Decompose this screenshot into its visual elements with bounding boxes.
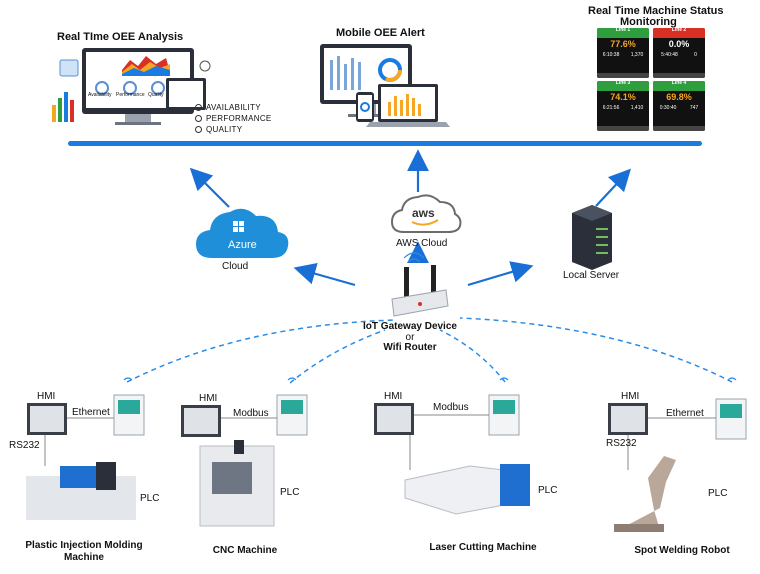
gateway-label-3: Wifi Router: [383, 342, 437, 353]
wireless-link-2: [289, 329, 386, 384]
rs232-label-4: RS232: [606, 438, 637, 449]
hmi-label-2: HMI: [199, 393, 218, 404]
station-3: [374, 377, 530, 515]
wireless-link-3: [439, 329, 506, 383]
hmi-label-1: HMI: [37, 391, 56, 402]
gauge-label-availability: Availability: [88, 92, 112, 98]
gateway-label-1: IoT Gateway Device: [363, 321, 457, 332]
rs232-label-1: RS232: [9, 440, 40, 451]
aws-cloud: [390, 194, 462, 233]
machine-name-2: CNC Machine: [212, 545, 278, 556]
status-tile-oee: 0.0%: [668, 39, 690, 49]
plc-label-2: PLC: [280, 487, 300, 498]
wireless-link-1: [126, 319, 396, 383]
status-tile-header: Line 4: [653, 81, 705, 91]
kpi-performance: PERFORMANCE: [195, 114, 272, 123]
machine-status-title-1: Real Time Machine Status: [588, 5, 724, 17]
machine-name-1-line1: Plastic Injection Molding: [25, 540, 143, 551]
kpi-availability: AVAILABILITY: [195, 103, 261, 112]
protocol-label-2: Modbus: [233, 408, 269, 419]
plc-label-1: PLC: [140, 493, 160, 504]
hmi-label-4: HMI: [621, 391, 640, 402]
mobile-alert-illustration: [320, 44, 450, 127]
station-2: [181, 377, 308, 527]
machine-name-4: Spot Welding Robot: [634, 545, 730, 556]
machine-name-3: Laser Cutting Machine: [429, 542, 537, 553]
status-tile-oee: 74.1%: [610, 92, 636, 102]
station-4: [608, 377, 747, 532]
gateway-router: [391, 252, 449, 317]
protocol-label-1: Ethernet: [72, 407, 110, 418]
aws-cloud-label: AWS Cloud: [396, 238, 448, 249]
status-tile-oee: 77.6%: [610, 39, 636, 49]
server-rack: [572, 205, 612, 270]
machine-status-title-2: Monitoring: [620, 16, 677, 28]
data-bus: [68, 141, 702, 146]
gateway-label-2: or: [405, 332, 415, 343]
protocol-label-3: Modbus: [433, 402, 469, 413]
azure-cloud: [196, 208, 289, 258]
arrow-local-up: [595, 168, 632, 207]
status-tile-header: Line 3: [597, 81, 649, 91]
aws-logo-text: aws: [412, 206, 435, 220]
plc-label-3: PLC: [538, 485, 558, 496]
plc-label-4: PLC: [708, 488, 728, 499]
arrow-azure-up: [189, 167, 230, 208]
gauge-label-quality: Quality: [148, 92, 164, 98]
arrow-gateway-local: [467, 261, 534, 287]
status-tile-header: Line 2: [653, 28, 705, 38]
azure-cloud-label: Cloud: [222, 261, 249, 272]
oee-analysis-title: Real TIme OEE Analysis: [57, 31, 184, 43]
protocol-label-4: Ethernet: [666, 408, 704, 419]
oee-illustration: [52, 48, 211, 125]
mobile-alert-title: Mobile OEE Alert: [336, 27, 425, 39]
gauge-label-performance: Performance: [116, 92, 145, 98]
station-1: [26, 377, 145, 520]
local-server-label: Local Server: [563, 270, 620, 281]
machine-name-1-line2: Machine: [63, 552, 104, 563]
status-tile-header: Line 1: [597, 28, 649, 38]
wireless-link-4: [459, 317, 733, 383]
arrow-gateway-azure: [293, 263, 356, 287]
hmi-label-3: HMI: [384, 391, 403, 402]
azure-logo-text: Azure: [228, 239, 257, 251]
kpi-quality: QUALITY: [195, 125, 242, 134]
status-tile-oee: 69.8%: [666, 92, 692, 102]
